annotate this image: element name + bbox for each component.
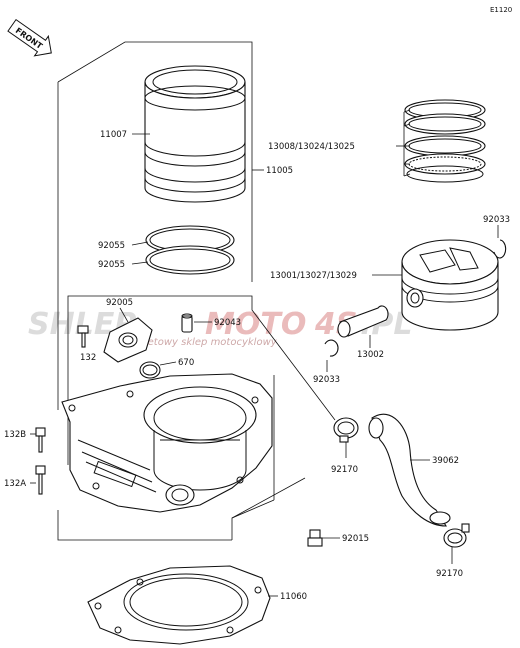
label-670: 670: [178, 358, 194, 368]
dowel-pin: [181, 313, 193, 333]
label-92043: 92043: [214, 318, 241, 328]
piston-pin: [337, 305, 389, 338]
o-ring-upper: [145, 225, 235, 255]
label-11060: 11060: [280, 592, 307, 602]
watermark-subtitle: internetowy sklep motocyklowy: [118, 337, 278, 348]
watermark-part2: MOTO: [205, 307, 306, 342]
cylinder-group-bracket: [57, 41, 264, 410]
front-arrow-icon: FRONT: [7, 18, 52, 57]
bolt-132b: [35, 427, 46, 453]
bolt-132a: [35, 465, 46, 495]
label-92033-a: 92033: [483, 215, 510, 225]
plug-92015: [307, 529, 323, 547]
label-13008: 13008/13024/13025: [268, 142, 355, 152]
label-132b: 132B: [4, 430, 26, 440]
coolant-hose: [368, 413, 451, 527]
label-92170-a: 92170: [331, 465, 358, 475]
label-13001: 13001/13027/13029: [270, 271, 357, 281]
label-132a: 132A: [4, 479, 26, 489]
cylinder-block: [61, 373, 273, 513]
label-92055-a: 92055: [98, 241, 125, 251]
label-92033-b: 92033: [313, 375, 340, 385]
label-11007: 11007: [100, 130, 127, 140]
intake-flange: [103, 317, 153, 363]
circlip-left: [324, 339, 339, 357]
cylinder-block-bracket: [57, 295, 336, 541]
piston-rings: [404, 99, 486, 183]
label-92170-b: 92170: [436, 569, 463, 579]
label-92055-b: 92055: [98, 260, 125, 270]
label-11005: 11005: [266, 166, 293, 176]
o-ring-lower: [145, 245, 235, 275]
hose-clamp-upper: [333, 417, 359, 443]
hose-clamp-lower: [443, 523, 470, 548]
label-92005: 92005: [106, 298, 133, 308]
cylinder-liner: [144, 65, 246, 203]
base-gasket: [87, 565, 271, 645]
diagram-code: E1120: [490, 6, 512, 14]
label-132: 132: [80, 353, 96, 363]
piston: [401, 239, 499, 331]
label-39062: 39062: [432, 456, 459, 466]
o-ring-670: [139, 361, 161, 379]
bolt-132: [77, 325, 89, 348]
label-13002: 13002: [357, 350, 384, 360]
label-92015: 92015: [342, 534, 369, 544]
